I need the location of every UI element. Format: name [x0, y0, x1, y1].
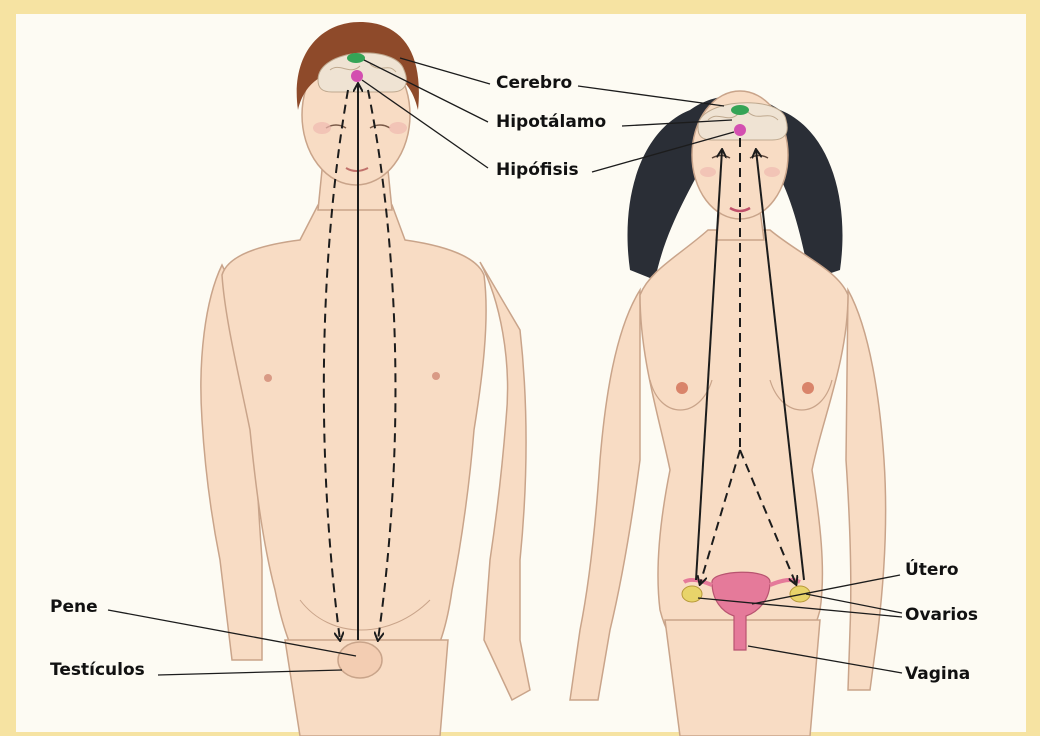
- male-hypothalamus: [347, 53, 365, 63]
- male-pituitary: [351, 70, 363, 82]
- label-vagina: Vagina: [905, 664, 970, 684]
- label-testiculos: Testículos: [50, 660, 145, 680]
- label-pene: Pene: [50, 597, 98, 617]
- female-ovary-left: [682, 586, 702, 602]
- label-hipotalamo: Hipotálamo: [496, 112, 606, 132]
- label-cerebro: Cerebro: [496, 73, 572, 93]
- label-utero: Útero: [905, 560, 959, 580]
- label-hipofisis: Hipófisis: [496, 160, 579, 180]
- female-hypothalamus: [731, 105, 749, 115]
- female-pituitary: [734, 124, 746, 136]
- male-testicles: [338, 642, 382, 678]
- label-ovarios: Ovarios: [905, 605, 978, 625]
